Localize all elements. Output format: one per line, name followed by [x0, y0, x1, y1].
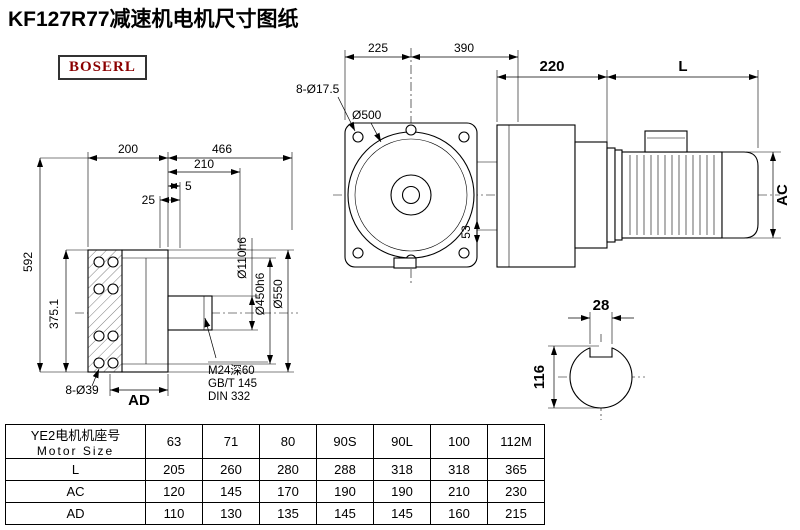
row-label-AC: AC — [5, 480, 146, 503]
dia-110-label: Ø110h6 — [235, 237, 249, 279]
cell-AD-63: 110 — [145, 502, 203, 525]
output-shaft — [167, 295, 213, 331]
dim-AC-label: AC — [774, 184, 791, 206]
cell-AC-90S: 190 — [316, 480, 374, 503]
note-din-label: DIN 332 — [208, 391, 250, 403]
dia-500-label: Ø500 — [352, 108, 382, 122]
cell-AD-90S: 145 — [316, 502, 374, 525]
column-80: 80 — [259, 424, 317, 459]
flange-hole — [93, 256, 105, 268]
column-100: 100 — [430, 424, 488, 459]
gear-housing — [496, 124, 576, 268]
bolt-hole — [352, 247, 364, 259]
dim-AD-label: AD — [128, 392, 150, 409]
cell-L-90S: 288 — [316, 458, 374, 481]
cell-AC-100: 210 — [430, 480, 488, 503]
side-view: 220 L AC — [496, 58, 791, 268]
flange-hole — [107, 283, 119, 295]
column-71: 71 — [202, 424, 260, 459]
dim-592-label: 592 — [21, 252, 35, 272]
dim-53-label: 53 — [459, 225, 473, 239]
cell-AC-90L: 190 — [373, 480, 431, 503]
cell-L-80: 280 — [259, 458, 317, 481]
shaft-section-view: 28 116 — [531, 297, 645, 420]
row-label-AD: AD — [5, 502, 146, 525]
dim-375-label: 375.1 — [47, 299, 61, 329]
column-63: 63 — [145, 424, 203, 459]
column-112M: 112M — [487, 424, 545, 459]
dim-28-label: 28 — [593, 297, 610, 314]
cell-AD-100: 160 — [430, 502, 488, 525]
bolt-hole — [458, 131, 470, 143]
table-header-motor-size: YE2电机机座号 Motor Size — [5, 424, 146, 459]
table-header-cn: YE2电机机座号 — [30, 428, 121, 443]
terminal-box — [644, 130, 688, 153]
flange-hole — [107, 330, 119, 342]
cell-AC-63: 120 — [145, 480, 203, 503]
cell-L-90L: 318 — [373, 458, 431, 481]
brand-logo: BOSERL — [58, 55, 147, 80]
cell-AD-112M: 215 — [487, 502, 545, 525]
fan-cowl — [721, 151, 759, 239]
cell-AC-112M: 230 — [487, 480, 545, 503]
table-row-L: L 205 260 280 288 318 318 365 — [5, 458, 545, 481]
brand-logo-text: BOSERL — [69, 59, 136, 75]
dia-450-label: Ø450h6 — [253, 272, 267, 315]
dim-L-label: L — [678, 58, 687, 75]
table-header-en: Motor Size — [36, 444, 115, 458]
table-row-AC: AC 120 145 170 190 190 210 230 — [5, 480, 545, 503]
dim-210-label: 210 — [194, 157, 214, 171]
bolt-note-8-d17-label: 8-Ø17.5 — [296, 82, 340, 96]
cell-AC-80: 170 — [259, 480, 317, 503]
left-view: 200 466 210 5 25 592 375.1 8-Ø39 AD Ø110… — [21, 142, 298, 409]
row-label-L: L — [5, 458, 146, 481]
cell-AD-90L: 145 — [373, 502, 431, 525]
bolt-hole — [352, 131, 364, 143]
cell-AD-71: 130 — [202, 502, 260, 525]
bolt-note-8-d39-label: 8-Ø39 — [65, 383, 99, 397]
flange-hole — [93, 330, 105, 342]
table-row-AD: AD 110 130 135 145 145 160 215 — [5, 502, 545, 525]
drain-plug — [393, 257, 417, 269]
bolt-hole — [458, 247, 470, 259]
dim-390-label: 390 — [454, 41, 474, 55]
front-view: 225 390 8-Ø17.5 Ø500 53 — [296, 41, 780, 286]
flange-hole — [107, 256, 119, 268]
flange-hole — [93, 357, 105, 369]
cell-L-100: 318 — [430, 458, 488, 481]
dim-466-label: 466 — [212, 142, 232, 156]
dia-550-label: Ø550 — [271, 279, 285, 309]
note-tap-label: M24深60 — [208, 363, 255, 377]
dim-25-label: 25 — [142, 193, 156, 207]
cell-L-71: 260 — [202, 458, 260, 481]
cell-AC-71: 145 — [202, 480, 260, 503]
column-90L: 90L — [373, 424, 431, 459]
bolt-hole — [405, 124, 417, 136]
motor-adapter — [574, 141, 608, 249]
cell-L-63: 205 — [145, 458, 203, 481]
dim-225-label: 225 — [368, 41, 388, 55]
motor-size-table: YE2电机机座号 Motor Size 63 71 80 90S 90L 100… — [5, 424, 545, 525]
column-90S: 90S — [316, 424, 374, 459]
dim-116-label: 116 — [531, 365, 548, 389]
page-title: KF127R77减速机电机尺寸图纸 — [8, 8, 299, 31]
note-gb-label: GB/T 145 — [208, 378, 257, 390]
shaft-circle — [569, 345, 633, 409]
flange-hole — [93, 283, 105, 295]
dim-5-label: 5 — [185, 179, 192, 193]
cell-L-112M: 365 — [487, 458, 545, 481]
dim-200-label: 200 — [118, 142, 138, 156]
flange-hole — [107, 357, 119, 369]
dim-220-label: 220 — [539, 58, 564, 75]
technical-drawing: 225 390 8-Ø17.5 Ø500 53 — [21, 41, 791, 420]
cell-AD-80: 135 — [259, 502, 317, 525]
